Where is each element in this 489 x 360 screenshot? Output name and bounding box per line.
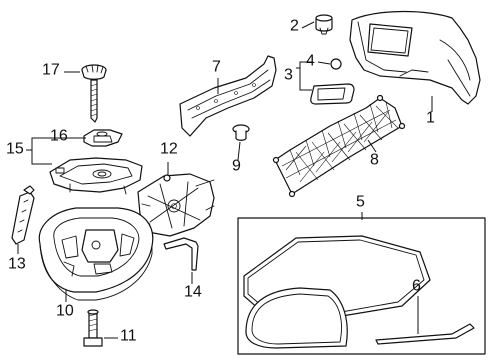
callout-labels: 1 2 3 4 5 6 7 8 9 10 11 12 13 14 15 16 1… <box>6 17 435 344</box>
callout-14: 14 <box>184 283 202 300</box>
jack-bracket <box>49 157 143 195</box>
callout-11: 11 <box>120 327 137 344</box>
hold-down-bolt <box>81 64 107 123</box>
cargo-net <box>272 94 406 198</box>
callout-17: 17 <box>42 61 60 78</box>
lug-wrench <box>11 185 35 245</box>
callout-4: 4 <box>306 52 315 69</box>
callout-7: 7 <box>212 58 221 75</box>
access-cover <box>310 83 355 105</box>
callout-9: 9 <box>232 157 241 174</box>
wing-nut <box>83 129 123 147</box>
trim-clip <box>315 14 333 35</box>
callout-16: 16 <box>50 127 68 144</box>
callout-2: 2 <box>290 17 299 34</box>
trunk-side-trim-panel <box>349 10 481 105</box>
callout-15: 15 <box>6 140 24 157</box>
support-rod <box>375 323 475 345</box>
callout-13: 13 <box>8 255 26 272</box>
scissor-jack <box>137 173 215 237</box>
callout-10: 10 <box>56 302 74 319</box>
callout-12: 12 <box>160 140 178 157</box>
leader-lines <box>17 21 433 339</box>
sill-trim-panel <box>179 55 277 137</box>
storage-tray <box>38 207 154 301</box>
push-clip <box>232 124 250 141</box>
plug <box>330 58 342 70</box>
jack-handle <box>163 237 199 271</box>
callout-8: 8 <box>370 151 379 168</box>
callout-6: 6 <box>412 277 421 294</box>
retaining-bolt <box>83 309 103 347</box>
callout-1: 1 <box>426 109 435 126</box>
callout-5: 5 <box>356 193 365 210</box>
callout-3: 3 <box>284 66 293 83</box>
floor-covering-detail <box>237 217 486 355</box>
